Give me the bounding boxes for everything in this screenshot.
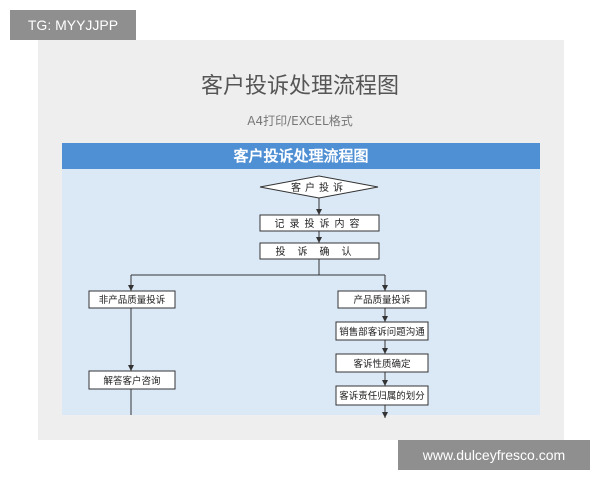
node-record-label: 记录投诉内容	[275, 217, 365, 230]
node-confirm-label: 投诉确认	[276, 245, 364, 258]
node-responsibility-box	[335, 385, 429, 406]
node-sales-box	[335, 321, 429, 341]
node-nature-label: 客诉性质确定	[353, 358, 411, 370]
page-subtitle: A4打印/EXCEL格式	[247, 114, 353, 128]
node-record-box	[259, 214, 380, 232]
node-start-diamond	[259, 175, 379, 199]
node-answer-box	[88, 370, 176, 390]
page-title: 客户投诉处理流程图	[200, 74, 399, 99]
node-product-box	[337, 290, 427, 309]
node-nature-box	[335, 353, 429, 373]
node-confirm-box	[259, 242, 380, 260]
node-responsibility-label: 客诉责任归属的划分	[339, 390, 425, 402]
node-sales-label: 销售部客诉问题沟通	[339, 326, 425, 338]
node-nonproduct-label: 非产品质量投诉	[99, 294, 166, 306]
node-product-label: 产品质量投诉	[353, 294, 411, 306]
node-answer-label: 解答客户咨询	[103, 375, 160, 387]
chart-banner-title: 客户投诉处理流程图	[62, 143, 540, 169]
tg-label: TG: MYYJJPP	[10, 10, 136, 40]
website-watermark: www.dulceyfresco.com	[398, 440, 590, 470]
node-start-label: 客户投诉	[291, 181, 347, 194]
node-nonproduct-box	[88, 290, 176, 309]
